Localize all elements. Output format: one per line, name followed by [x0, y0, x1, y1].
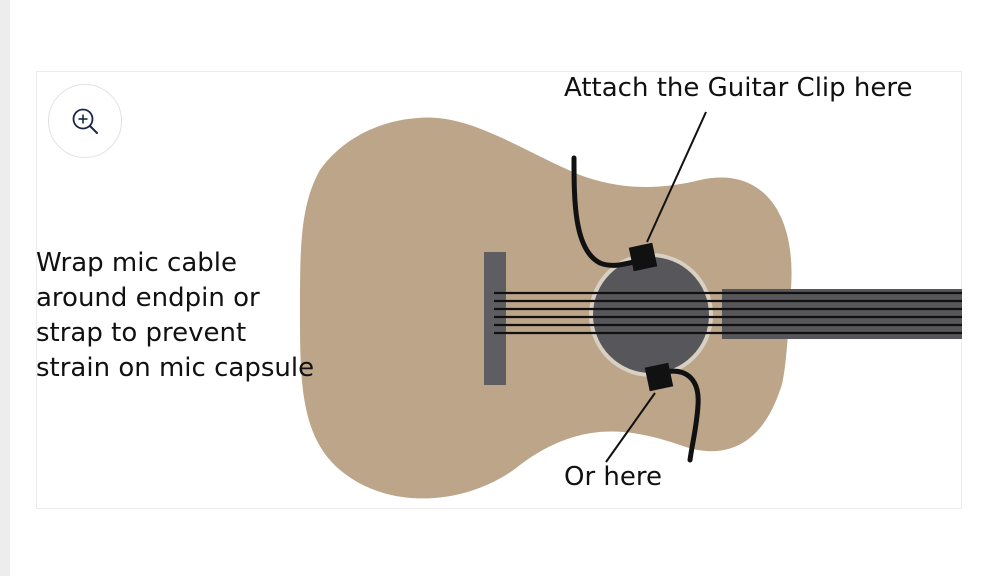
cable-note-line-3: strap to prevent [36, 318, 247, 348]
label-attach-clip-here: Attach the Guitar Clip here [564, 73, 913, 103]
cable-note-line-1: Wrap mic cable [36, 248, 237, 278]
cable-note-line-4: strain on mic capsule [36, 353, 315, 383]
zoom-in-icon [72, 108, 98, 134]
cable-note-line-2: around endpin or [36, 283, 260, 313]
lower-mic-cable [662, 368, 701, 463]
upper-guitar-clip [628, 242, 658, 272]
soundhole [593, 257, 709, 373]
leader-line-bottom [605, 392, 656, 463]
guitar-strings [494, 291, 962, 335]
upper-mic-cable [571, 155, 641, 268]
lower-guitar-clip [644, 362, 674, 392]
leader-line-top [646, 111, 707, 243]
bridge [484, 252, 506, 385]
left-edge-strip [0, 0, 10, 576]
zoom-button[interactable] [48, 84, 122, 158]
cable-wrap-note: Wrap mic cable around endpin or strap to… [36, 246, 316, 386]
label-or-here: Or here [564, 462, 663, 492]
guitar-neck [722, 289, 962, 339]
